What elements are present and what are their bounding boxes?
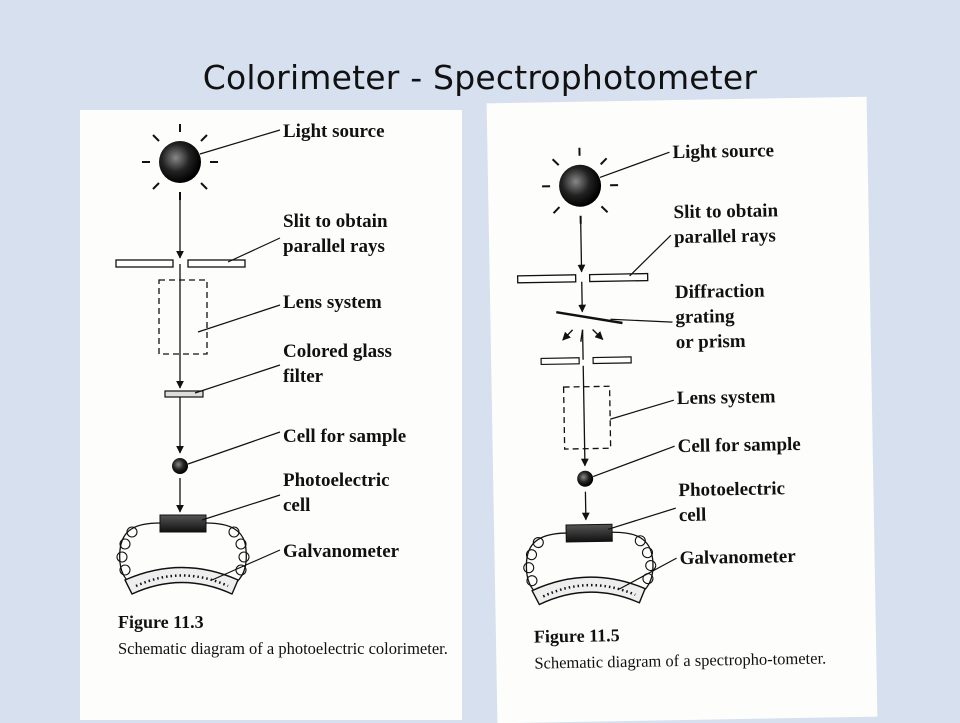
sample-cell [172,458,188,474]
sample-cell [577,471,593,487]
label-slit: Slit to obtain parallel rays [283,209,388,259]
galvanometer-icon [117,523,249,594]
slit-plates [518,274,648,283]
label-sample-cell: Cell for sample [283,424,406,449]
figure-number: Figure 11.3 [118,612,204,633]
spectrophotometer-figure-panel: Light source Slit to obtain parallel ray… [487,97,878,723]
figure-caption: Schematic diagram of a spectropho-tomete… [534,645,834,675]
label-diffraction-grating: Diffraction grating or prism [675,279,766,356]
label-lens-system: Lens system [677,384,776,411]
label-photoelectric-cell: Photoelectric cell [283,468,390,518]
label-colored-filter: Colored glass filter [283,339,392,389]
lens-system-box [564,386,611,449]
slide-title: Colorimeter - Spectrophotometer [0,58,960,97]
label-slit: Slit to obtain parallel rays [673,198,778,250]
diffraction-grating [556,311,623,342]
light-source-icon [541,147,618,224]
photoelectric-cell [160,515,206,532]
label-light-source: Light source [672,138,774,165]
light-source-icon [142,124,218,200]
colorimeter-figure-panel: Light source Slit to obtain parallel ray… [80,110,462,720]
figure-number: Figure 11.5 [534,625,620,647]
label-sample-cell: Cell for sample [677,432,801,459]
figure-caption: Schematic diagram of a photoelectric col… [118,636,448,661]
lens-system-box [159,280,207,354]
second-slit-plates [541,357,631,365]
label-light-source: Light source [283,119,385,144]
label-photoelectric-cell: Photoelectric cell [678,476,785,528]
photoelectric-cell [566,524,612,542]
label-galvanometer: Galvanometer [679,544,795,571]
galvanometer-icon [523,531,656,604]
label-lens-system: Lens system [283,290,382,315]
label-galvanometer: Galvanometer [283,539,399,564]
